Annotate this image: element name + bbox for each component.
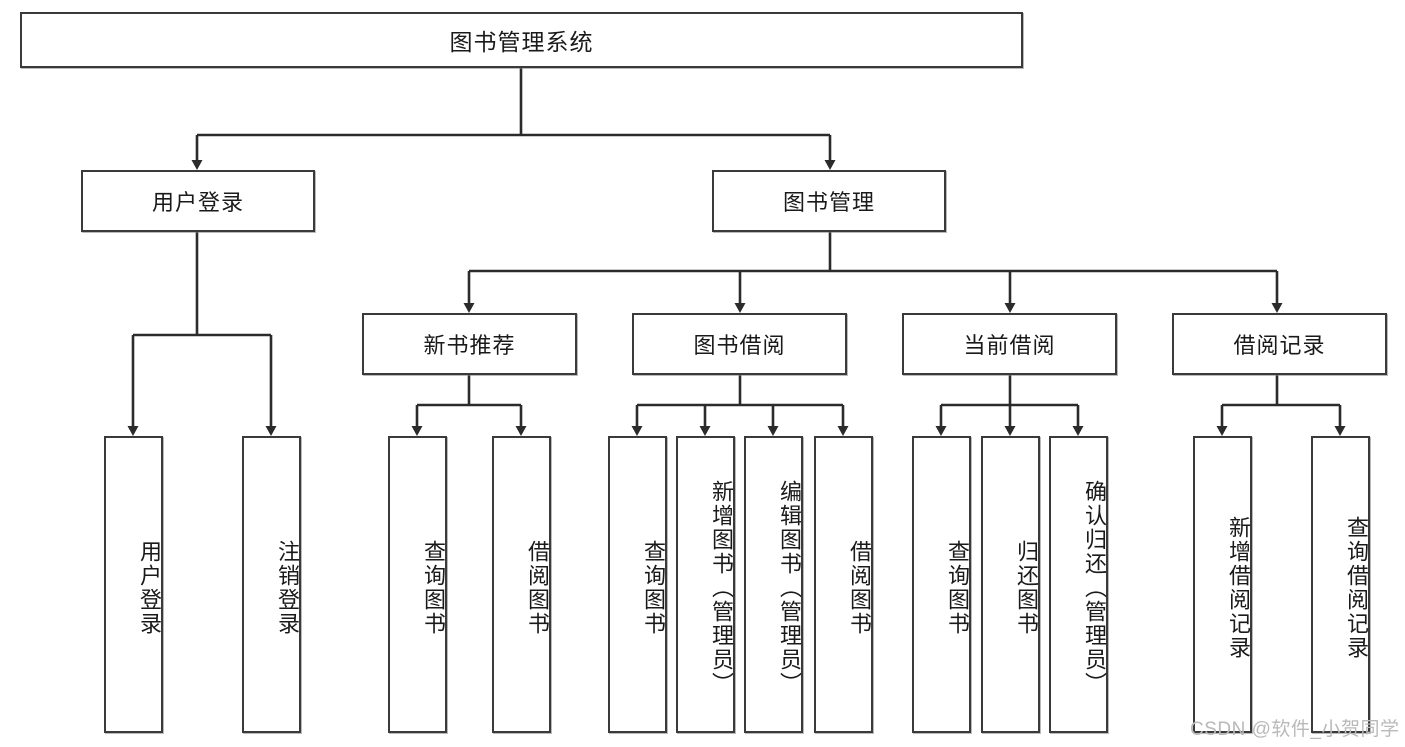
node-new-book-recommend[interactable]: 新书推荐 [362, 313, 577, 375]
node-leaf-add-record[interactable]: 新增借阅记录 [1193, 436, 1252, 733]
node-leaf-query-record[interactable]: 查询借阅记录 [1311, 436, 1370, 733]
node-leaf-borrow-book-2[interactable]: 借阅图书 [814, 436, 873, 733]
node-label: 借阅图书 [847, 539, 872, 636]
node-label: 确认归还（管理员） [1082, 479, 1107, 696]
node-root-system[interactable]: 图书管理系统 [20, 12, 1023, 68]
node-label: 查询图书 [945, 539, 970, 636]
node-leaf-user-login[interactable]: 用户登录 [104, 436, 163, 733]
node-label: 借阅图书 [525, 539, 550, 636]
node-current-borrow[interactable]: 当前借阅 [902, 313, 1117, 375]
node-leaf-logout-login[interactable]: 注销登录 [242, 436, 301, 733]
node-book-borrow[interactable]: 图书借阅 [632, 313, 847, 375]
node-label: 借阅记录 [1233, 333, 1326, 358]
node-leaf-add-book[interactable]: 新增图书（管理员） [676, 436, 735, 733]
node-label: 注销登录 [275, 539, 300, 636]
node-label: 新增图书（管理员） [709, 479, 734, 696]
node-label: 用户登录 [151, 190, 244, 215]
node-book-manage[interactable]: 图书管理 [712, 170, 946, 232]
node-label: 编辑图书（管理员） [777, 479, 802, 696]
node-leaf-query-book-2[interactable]: 查询图书 [608, 436, 667, 733]
node-label: 新书推荐 [423, 333, 516, 358]
node-label: 查询图书 [421, 539, 446, 636]
csdn-watermark: CSDN @软件_小贺同学 [1190, 719, 1400, 740]
node-label: 归还图书 [1014, 539, 1039, 636]
node-leaf-query-book-3[interactable]: 查询图书 [912, 436, 971, 733]
node-leaf-confirm-return[interactable]: 确认归还（管理员） [1049, 436, 1108, 733]
node-label: 新增借阅记录 [1226, 515, 1251, 660]
node-leaf-query-book-1[interactable]: 查询图书 [388, 436, 447, 733]
node-label: 查询图书 [641, 539, 666, 636]
node-label: 查询借阅记录 [1344, 515, 1369, 660]
node-label: 图书管理系统 [449, 29, 594, 55]
node-leaf-return-book[interactable]: 归还图书 [981, 436, 1040, 733]
node-user-login[interactable]: 用户登录 [81, 170, 315, 232]
node-borrow-record[interactable]: 借阅记录 [1172, 313, 1387, 375]
node-label: 用户登录 [137, 539, 162, 636]
node-leaf-borrow-book-1[interactable]: 借阅图书 [492, 436, 551, 733]
node-label: 当前借阅 [963, 333, 1056, 358]
node-leaf-edit-book[interactable]: 编辑图书（管理员） [744, 436, 803, 733]
node-label: 图书借阅 [693, 333, 786, 358]
node-label: 图书管理 [782, 190, 875, 215]
